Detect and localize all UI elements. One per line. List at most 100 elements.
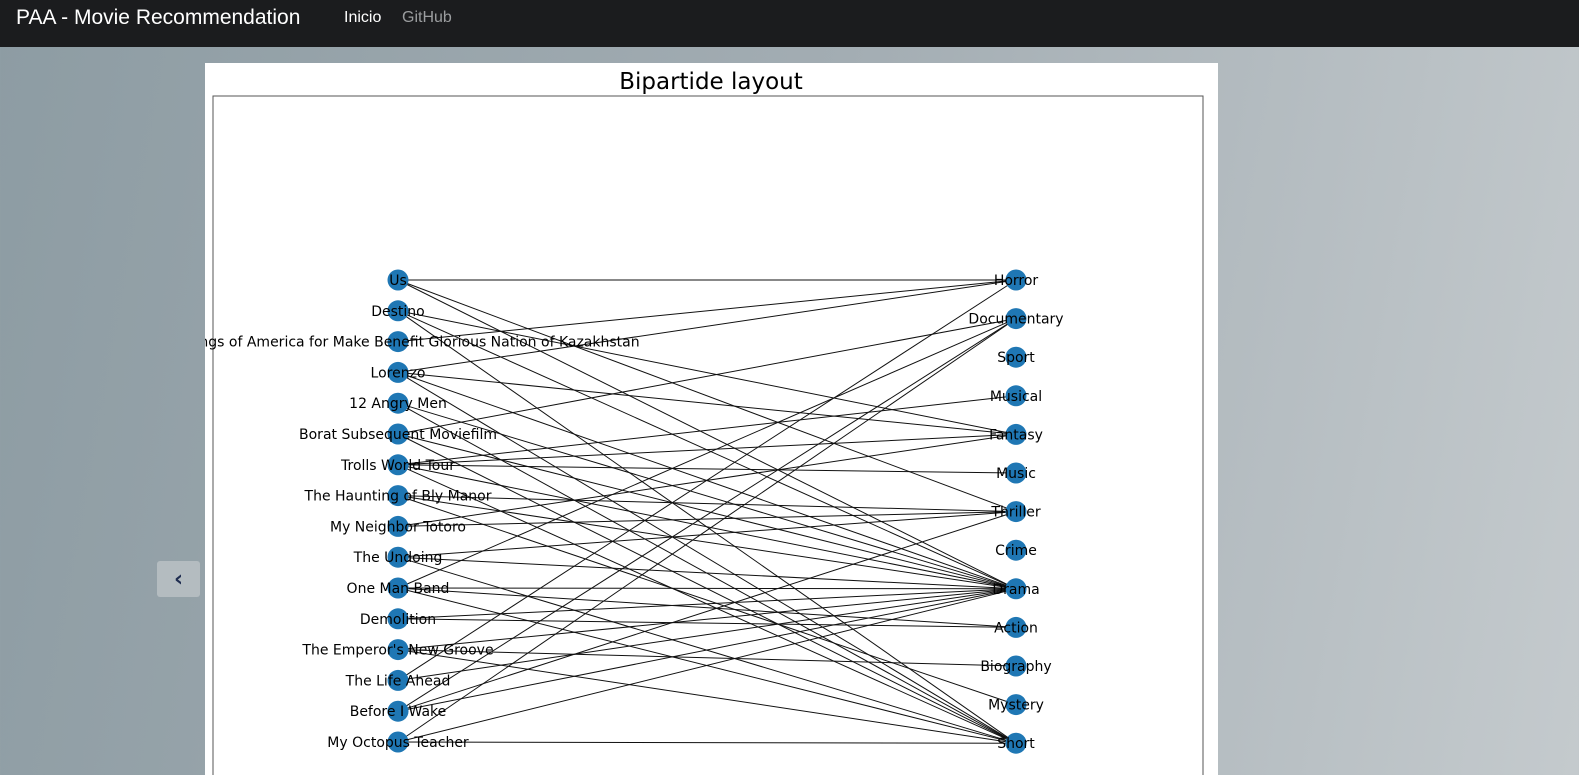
graph-edge (397, 588, 1017, 712)
movie-node-label: Destino (371, 304, 425, 320)
genre-node (1005, 501, 1027, 523)
movie-node-label: Demolition (360, 612, 436, 628)
graph-edge (397, 588, 1017, 681)
genre-node-label: Mystery (988, 698, 1044, 714)
nav-link-github[interactable]: GitHub (402, 9, 452, 26)
movie-node (387, 577, 409, 599)
genre-node-label: Crime (995, 543, 1037, 559)
graph-edge (397, 464, 1017, 590)
chevron-left-icon: ‹ (173, 566, 184, 592)
movie-node (387, 331, 409, 353)
movie-node (387, 485, 409, 507)
graph-edge (397, 464, 1017, 474)
genre-node-label: Horror (994, 273, 1039, 289)
graph-edge (397, 310, 1017, 435)
graph-edge (397, 556, 1017, 590)
movie-node (387, 269, 409, 291)
graph-edge (397, 511, 1017, 712)
graph-edge (397, 279, 1017, 513)
genre-node (1005, 578, 1027, 600)
genre-node (1005, 539, 1027, 561)
movie-node-label: My Octopus Teacher (327, 735, 469, 751)
genre-node (1005, 694, 1027, 716)
movie-node (387, 639, 409, 661)
graph-edge (397, 395, 1017, 466)
movie-node-label: My Neighbor Totoro (330, 519, 466, 535)
graph-edge (397, 511, 1017, 558)
genre-node-label: Fantasy (989, 427, 1043, 443)
movie-node-label: The Life Ahead (345, 673, 451, 689)
movie-node-label: The Haunting of Bly Manor (304, 489, 492, 505)
movie-node (387, 608, 409, 630)
genre-node-label: Action (994, 620, 1038, 636)
graph-edge (397, 318, 1017, 743)
graph-edge (397, 279, 1017, 343)
genre-node (1005, 732, 1027, 754)
genre-node (1005, 385, 1027, 407)
movie-node-label: The Emperor's New Groove (301, 643, 493, 659)
genre-node (1005, 269, 1027, 291)
graph-edge (397, 588, 1017, 743)
genre-node-label: Documentary (968, 312, 1063, 328)
genre-node-label: Biography (980, 659, 1051, 675)
carousel-prev-button[interactable]: ‹ (157, 561, 200, 597)
graph-edge (397, 402, 1017, 590)
movie-node-label: Learnings of America for Make Benefit Gl… (205, 335, 640, 351)
graph-edge (397, 371, 1017, 435)
graph-edge (397, 587, 1017, 590)
movie-node (387, 700, 409, 722)
genre-node-label: Short (997, 736, 1035, 752)
movie-node-label: Us (389, 273, 407, 289)
nav-link-inicio[interactable]: Inicio (344, 9, 382, 26)
graph-edge (397, 318, 1017, 435)
graph-edge (397, 588, 1017, 620)
graph-edge (397, 495, 1017, 513)
movie-node (387, 731, 409, 753)
brand-title[interactable]: PAA - Movie Recommendation (16, 6, 301, 29)
movie-node (387, 515, 409, 537)
movie-node (387, 300, 409, 322)
movie-node-label: 12 Angry Men (349, 396, 447, 412)
movie-node-label: The Undoing (353, 550, 443, 566)
movie-node (387, 392, 409, 414)
graph-edge (397, 587, 1017, 628)
genre-node-label: Drama (992, 582, 1039, 598)
movie-node-label: One Man Band (347, 581, 450, 597)
graph-edge (397, 318, 1017, 589)
movie-node (387, 454, 409, 476)
movie-node-label: Borat Subsequent Moviefilm (299, 427, 497, 443)
graph-edge (397, 433, 1017, 590)
graph-edge (397, 279, 1017, 373)
navbar: PAA - Movie Recommendation Inicio GitHub (0, 0, 1579, 47)
genre-node (1005, 423, 1027, 445)
movie-node-label: Lorenzo (371, 365, 426, 381)
genre-node-label: Thriller (990, 505, 1040, 521)
movie-node-label: Before I Wake (350, 704, 447, 720)
movie-node (387, 546, 409, 568)
genre-node (1005, 616, 1027, 638)
graph-edge (397, 433, 1017, 466)
genre-node (1005, 655, 1027, 677)
movie-node (387, 423, 409, 445)
genre-node-label: Musical (990, 389, 1042, 405)
graph-edge (397, 618, 1017, 628)
graph-edge (397, 511, 1017, 527)
figure-title: Bipartide layout (619, 69, 803, 95)
labels-group: UsDestinoLearnings of America for Make B… (205, 273, 1064, 752)
genre-node-label: Music (996, 466, 1036, 482)
movie-node (387, 669, 409, 691)
graph-edge (397, 495, 1017, 706)
graph-edge (397, 588, 1017, 651)
genre-node (1005, 308, 1027, 330)
graph-edge (397, 649, 1017, 667)
figure-card: Bipartide layout UsDestinoLearnings of A… (205, 63, 1218, 775)
genre-node (1005, 346, 1027, 368)
movie-node-label: Trolls World Tour (340, 458, 455, 474)
graph-edge (397, 318, 1017, 712)
nodes-group (387, 269, 1027, 754)
graph-edge (397, 741, 1017, 744)
edges-group (397, 279, 1017, 744)
graph-edge (397, 279, 1017, 681)
bipartite-graph-figure: Bipartide layout UsDestinoLearnings of A… (205, 69, 1204, 775)
genre-node-label: Sport (997, 350, 1035, 366)
